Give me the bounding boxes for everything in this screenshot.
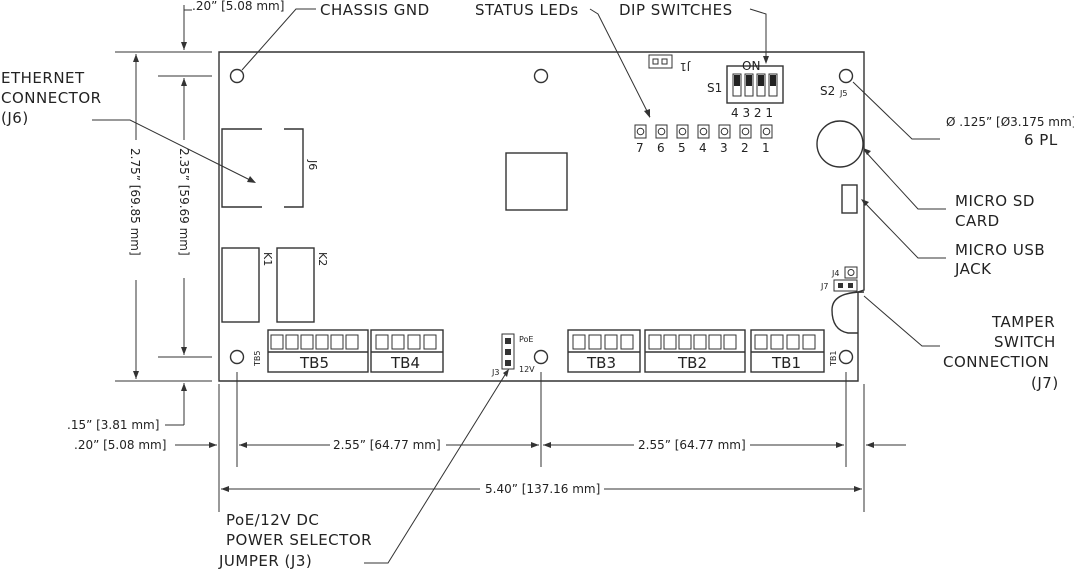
tamper-label-line3: CONNECTION bbox=[943, 353, 1049, 371]
jumper-j3 bbox=[501, 333, 515, 370]
tb5-side-label: TB5 bbox=[253, 351, 262, 367]
relay-k1 bbox=[221, 247, 260, 323]
dim-height-inner: 2.35” [59.69 mm] bbox=[177, 148, 191, 256]
dip-numbers: 4 3 2 1 bbox=[731, 106, 773, 120]
k1-label: K1 bbox=[261, 252, 274, 266]
dim-span-right: 2.55” [64.77 mm] bbox=[638, 438, 746, 452]
jumper-j4 bbox=[844, 266, 858, 279]
ethernet-label-line1: ETHERNET bbox=[1, 69, 85, 87]
led-number-4: 4 bbox=[699, 141, 707, 155]
terminal-block-tb2 bbox=[644, 329, 746, 373]
leader-lines bbox=[92, 8, 946, 564]
dim-bottom-offset: .15” [3.81 mm] bbox=[67, 418, 159, 432]
j4-label: J4 bbox=[831, 269, 839, 278]
jumper-label-line1: PoE/12V DC bbox=[226, 511, 319, 529]
s2-label: S2 bbox=[820, 84, 835, 98]
jumper-label-line3: JUMPER (J3) bbox=[218, 552, 312, 569]
dip-switches-label: DIP SWITCHES bbox=[619, 1, 733, 19]
jumper-j1 bbox=[648, 54, 673, 69]
dim-span-left: 2.55” [64.77 mm] bbox=[333, 438, 441, 452]
j7-label: J7 bbox=[820, 282, 828, 291]
s1-label: S1 bbox=[707, 81, 722, 95]
j1-label: J1 bbox=[680, 60, 691, 73]
tb5-label: TB5 bbox=[299, 354, 329, 372]
poe-label: PoE bbox=[519, 335, 534, 344]
led-number-1: 1 bbox=[762, 141, 770, 155]
tamper-label-line4: (J7) bbox=[1031, 374, 1059, 392]
dim-top-offset: .20” [5.08 mm] bbox=[192, 0, 284, 13]
micro-usb-label-line2: JACK bbox=[954, 260, 992, 278]
dip-on-label: ON bbox=[742, 59, 760, 73]
connector-j7 bbox=[833, 279, 858, 292]
tb4-label: TB4 bbox=[390, 354, 420, 372]
12v-label: 12V bbox=[519, 365, 535, 374]
led-number-6: 6 bbox=[657, 141, 665, 155]
tamper-notch bbox=[831, 291, 865, 334]
hole-size-label: Ø .125” [Ø3.175 mm] bbox=[946, 115, 1074, 129]
micro-sd-label-line1: MICRO SD bbox=[955, 192, 1035, 210]
status-leds bbox=[634, 124, 773, 139]
k2-label: K2 bbox=[316, 252, 329, 266]
micro-usb-label-line1: MICRO USB bbox=[955, 241, 1045, 259]
ethernet-connector-j6 bbox=[221, 128, 304, 208]
ethernet-label-line3: (J6) bbox=[1, 109, 29, 127]
micro-sd-card bbox=[816, 120, 864, 168]
dip-switch-s1 bbox=[726, 65, 784, 104]
j5-label: J5 bbox=[839, 89, 847, 98]
micro-usb-jack bbox=[841, 184, 858, 214]
terminal-block-tb4 bbox=[370, 329, 444, 373]
micro-sd-label-line2: CARD bbox=[955, 212, 1000, 230]
tb3-label: TB3 bbox=[586, 354, 616, 372]
dimension-lines bbox=[115, 5, 906, 512]
tb1-side-label: TB1 bbox=[829, 351, 838, 367]
hole-count-label: 6 PL bbox=[1024, 131, 1058, 149]
terminal-block-tb1 bbox=[750, 329, 825, 373]
tamper-label-line1: TAMPER bbox=[991, 313, 1055, 331]
tamper-label-line2: SWITCH bbox=[994, 333, 1056, 351]
dim-width-total: 5.40” [137.16 mm] bbox=[485, 482, 600, 496]
j6-label: J6 bbox=[306, 159, 319, 170]
processor-chip bbox=[505, 152, 568, 211]
led-number-3: 3 bbox=[720, 141, 728, 155]
tb1-label: TB1 bbox=[771, 354, 801, 372]
board-outline bbox=[218, 51, 865, 382]
jumper-label-line2: POWER SELECTOR bbox=[226, 531, 372, 549]
relay-k2 bbox=[276, 247, 315, 323]
j3-label: J3 bbox=[491, 368, 499, 377]
chassis-gnd-label: CHASSIS GND bbox=[320, 1, 430, 19]
ethernet-label-line2: CONNECTOR bbox=[1, 89, 102, 107]
terminal-block-tb3 bbox=[567, 329, 641, 373]
led-number-2: 2 bbox=[741, 141, 749, 155]
tb2-label: TB2 bbox=[677, 354, 707, 372]
terminal-block-tb5 bbox=[267, 329, 369, 373]
dim-left-offset: .20” [5.08 mm] bbox=[74, 438, 166, 452]
dim-height-outer: 2.75” [69.85 mm] bbox=[128, 148, 142, 256]
led-number-7: 7 bbox=[636, 141, 644, 155]
mounting-holes bbox=[229, 68, 854, 365]
status-leds-label: STATUS LEDs bbox=[475, 1, 579, 19]
led-number-5: 5 bbox=[678, 141, 686, 155]
